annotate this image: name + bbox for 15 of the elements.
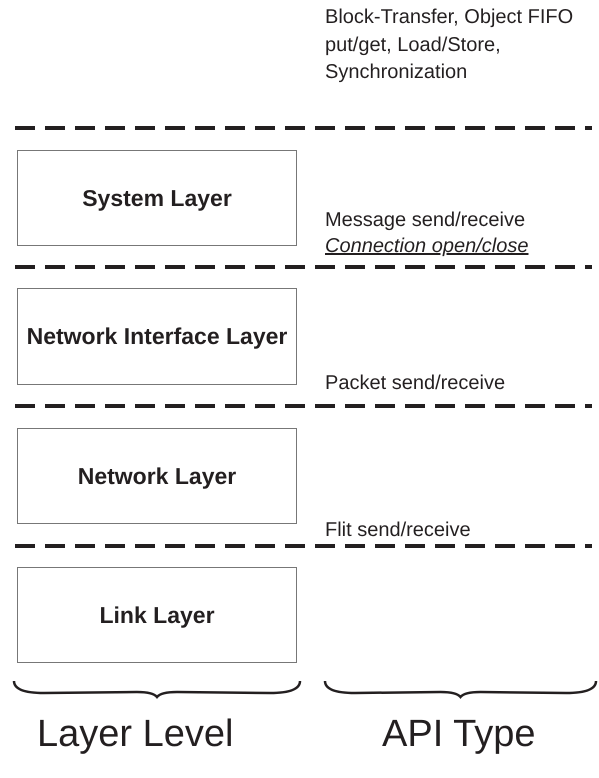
layer-box <box>17 567 297 663</box>
api-list: Block-Transfer, Object FIFO put/get, Load/Store, Synchronization <box>325 4 585 86</box>
layer-name: Network Interface Layer <box>26 322 288 351</box>
axis-caption: API Type <box>382 712 536 756</box>
layer-box <box>17 150 297 246</box>
layer-box <box>17 428 297 524</box>
api-label: Flit send/receive <box>325 518 471 543</box>
api-label: Connection open/close <box>325 234 528 259</box>
api-label: Message send/receive <box>325 208 526 233</box>
layer-name: Network Layer <box>78 462 236 491</box>
api-label: Packet send/receive <box>325 371 506 396</box>
axis-caption: Layer Level <box>37 712 234 756</box>
layer-box <box>17 288 297 385</box>
layer-name: System Layer <box>82 184 232 213</box>
layer-name: Link Layer <box>99 600 215 630</box>
